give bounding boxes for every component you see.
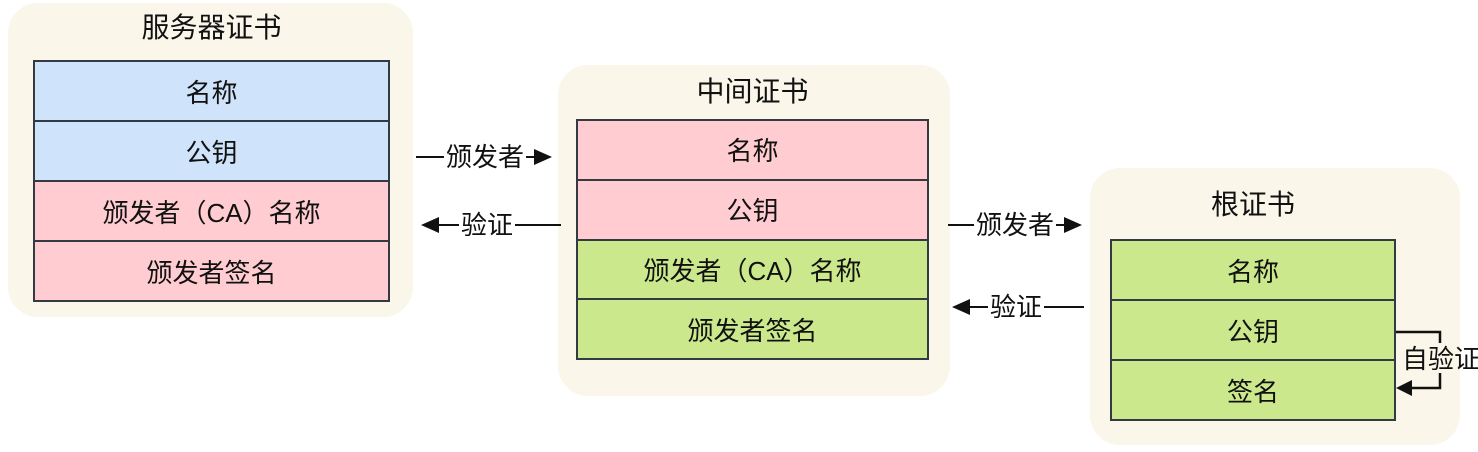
- table-row: 公钥: [1112, 299, 1394, 359]
- arrow-label: 颁发者: [976, 210, 1055, 240]
- table-row: 公钥: [35, 120, 388, 180]
- arrow-line: [515, 223, 561, 227]
- server-certificate-title: 服务器证书: [141, 12, 282, 43]
- server-certificate-card: 服务器证书 名称 公钥 颁发者（CA）名称 颁发者签名: [8, 3, 413, 317]
- table-row: 名称: [578, 121, 927, 179]
- row-label: 名称: [1226, 256, 1279, 287]
- row-label: 公钥: [185, 137, 238, 168]
- table-row: 公钥: [578, 178, 927, 239]
- issuer-arrow-left: 颁发者: [416, 141, 552, 173]
- row-label: 颁发者签名: [146, 257, 277, 288]
- row-label: 公钥: [726, 196, 779, 227]
- arrow-label: 颁发者: [446, 142, 525, 172]
- arrow-line: [970, 305, 988, 309]
- row-label: 公钥: [1226, 316, 1279, 347]
- root-certificate-card: 根证书 名称 公钥 签名: [1090, 168, 1460, 445]
- arrowhead-right-icon: [534, 149, 552, 165]
- arrow-label: 验证: [990, 292, 1043, 322]
- arrow-line: [1044, 305, 1084, 309]
- arrowhead-right-icon: [1064, 217, 1082, 233]
- row-label: 颁发者（CA）名称: [643, 255, 862, 286]
- table-row: 名称: [35, 62, 388, 120]
- verify-arrow-left: 验证: [421, 209, 561, 241]
- self-verify-label: 自验证: [1402, 344, 1478, 374]
- intermediate-certificate-card: 中间证书 名称 公钥 颁发者（CA）名称 颁发者签名: [558, 65, 950, 396]
- table-row: 颁发者（CA）名称: [35, 180, 388, 240]
- table-row: 颁发者签名: [578, 298, 927, 358]
- table-row: 名称: [1112, 241, 1394, 299]
- table-row: 签名: [1112, 359, 1394, 419]
- issuer-arrow-right: 颁发者: [948, 209, 1082, 241]
- arrowhead-left-icon: [952, 299, 970, 315]
- row-label: 名称: [726, 136, 779, 167]
- row-label: 颁发者（CA）名称: [102, 197, 321, 228]
- arrowhead-left-icon: [421, 217, 439, 233]
- arrow-line: [439, 223, 459, 227]
- arrow-line: [948, 223, 974, 227]
- verify-arrow-right: 验证: [952, 291, 1084, 323]
- arrow-line: [526, 155, 534, 159]
- row-label: 颁发者签名: [687, 315, 818, 346]
- table-row: 颁发者（CA）名称: [578, 238, 927, 299]
- intermediate-certificate-title: 中间证书: [696, 76, 809, 107]
- table-row: 颁发者签名: [35, 240, 388, 300]
- arrow-label: 验证: [461, 210, 514, 240]
- arrow-line: [416, 155, 444, 159]
- row-label: 签名: [1226, 376, 1279, 407]
- root-certificate-table: 名称 公钥 签名: [1110, 239, 1396, 421]
- intermediate-certificate-table: 名称 公钥 颁发者（CA）名称 颁发者签名: [576, 119, 929, 360]
- server-certificate-table: 名称 公钥 颁发者（CA）名称 颁发者签名: [33, 60, 390, 302]
- arrow-line: [1056, 223, 1064, 227]
- root-certificate-title: 根证书: [1210, 189, 1295, 220]
- row-label: 名称: [185, 77, 238, 108]
- self-verify-loop-icon: [1396, 330, 1442, 396]
